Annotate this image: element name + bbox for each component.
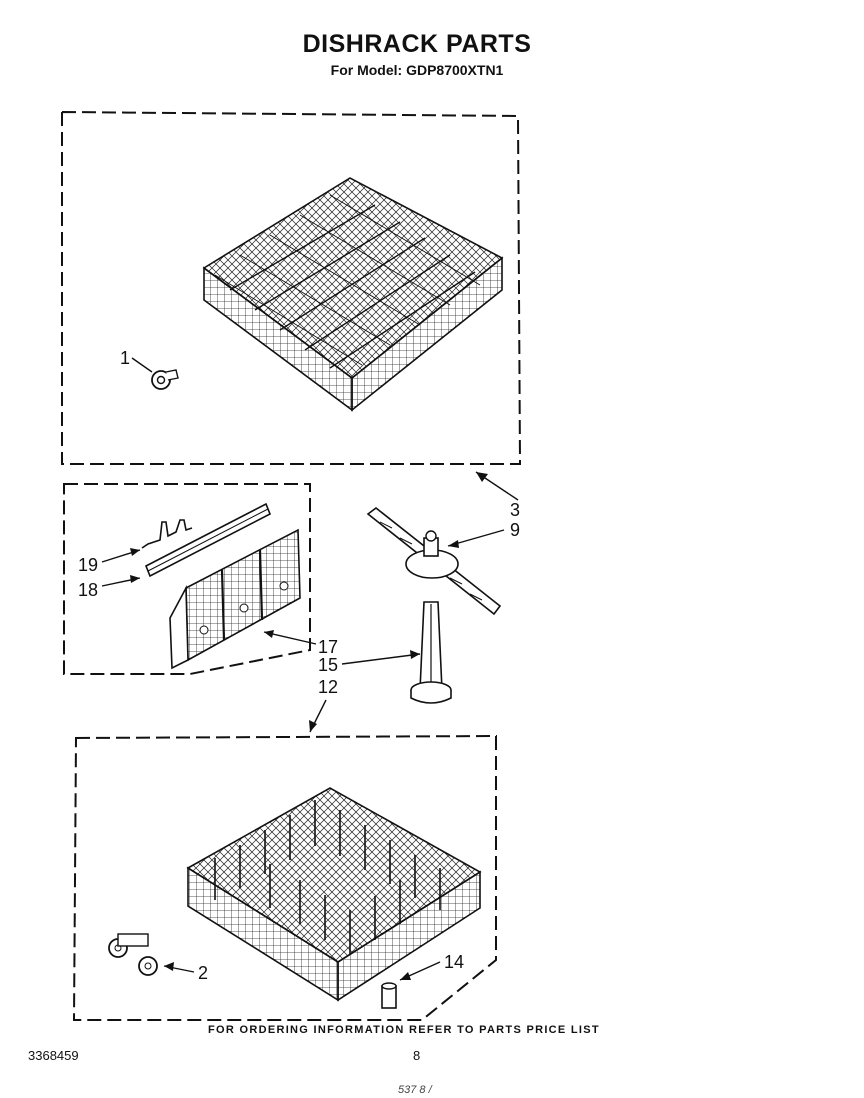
callout-12: 12 [318, 677, 338, 697]
leader-1 [131, 357, 153, 373]
callout-14: 14 [444, 952, 464, 972]
callout-3: 3 [510, 500, 520, 520]
page-number: 8 [413, 1048, 421, 1063]
part-1-clip [151, 369, 179, 390]
model-subtitle: For Model: GDP8700XTN1 [330, 62, 504, 78]
part-15-spray-tube [410, 601, 452, 704]
callout-17: 17 [318, 637, 338, 657]
handwritten-mark: 537 8 / [398, 1084, 432, 1096]
part-2-wheel [108, 933, 158, 976]
callout-1: 1 [120, 348, 130, 368]
part-19-clip [141, 519, 193, 549]
callout-18: 18 [78, 580, 98, 600]
page-title: DISHRACK PARTS [302, 30, 532, 58]
part-14-roller [381, 982, 397, 1009]
lower-rack-frame [72, 734, 497, 1021]
accessory-frame [63, 483, 311, 675]
callout-2: 2 [198, 963, 208, 983]
upper-dishrack [202, 177, 504, 412]
upper-rack-frame [61, 110, 522, 465]
document-number: 3368459 [28, 1048, 79, 1063]
callout-9: 9 [510, 520, 520, 540]
callout-15: 15 [318, 655, 338, 675]
ordering-note: FOR ORDERING INFORMATION REFER TO PARTS … [208, 1024, 600, 1036]
callout-19: 19 [78, 555, 98, 575]
part-9-spray-arm [366, 506, 502, 616]
leader-15 [341, 653, 421, 665]
lower-dishrack [186, 787, 482, 1002]
part-17-basket [169, 528, 301, 670]
